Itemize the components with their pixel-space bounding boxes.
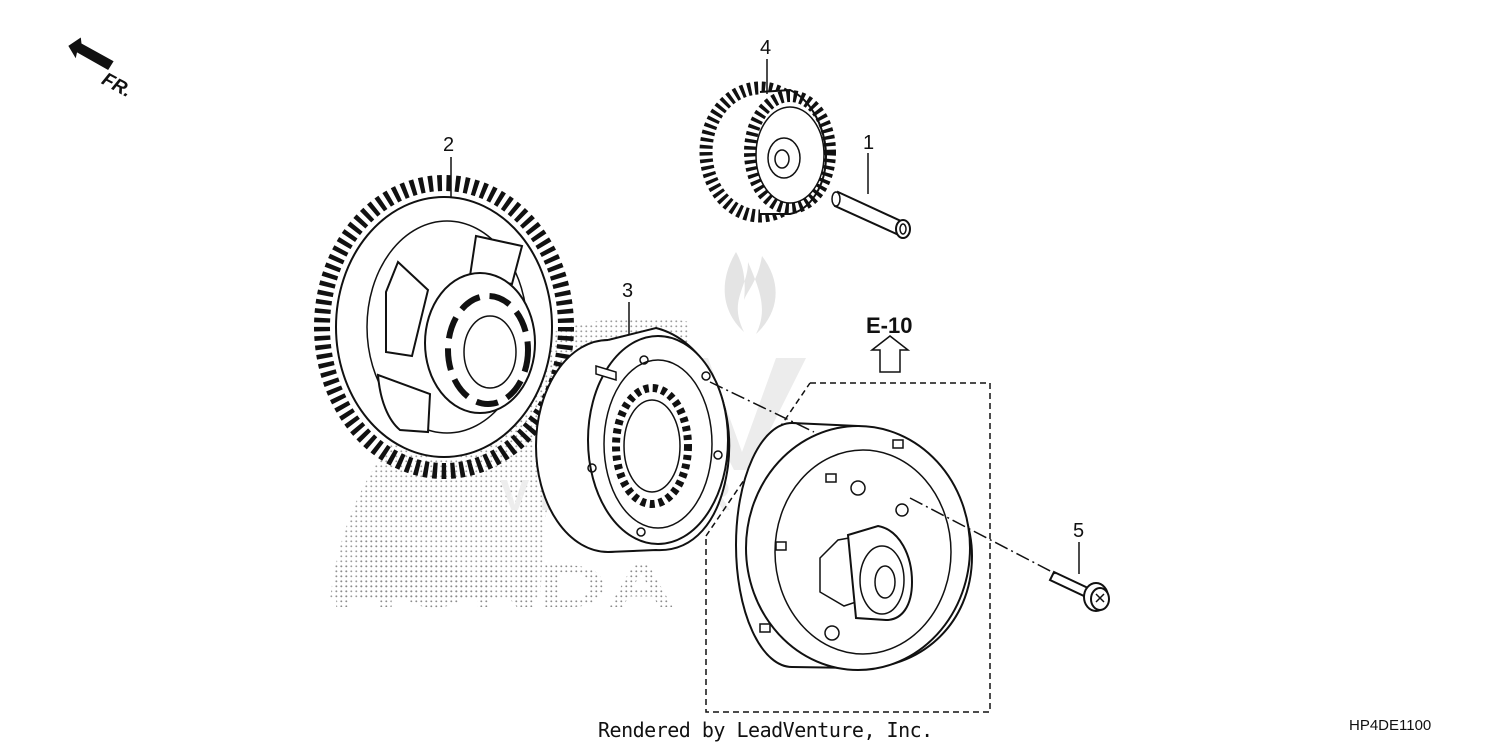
callout-label-3: 3 <box>622 280 634 302</box>
callout-label-2: 2 <box>443 134 455 156</box>
callout-label-4: 4 <box>760 37 772 59</box>
footer-credit: Rendered by LeadVenture, Inc. <box>598 718 933 742</box>
up-arrow-icon <box>869 335 911 373</box>
leader-lines <box>450 59 1080 575</box>
one-way-clutch <box>535 326 731 553</box>
starter-driven-gear <box>314 175 574 479</box>
reference-e10-label: E-10 <box>866 313 913 338</box>
flange-bolt <box>1048 570 1110 612</box>
idle-gear-shaft <box>831 190 911 239</box>
callout-label-5: 5 <box>1073 520 1085 542</box>
flywheel <box>735 422 974 671</box>
watermark-brand-text: HONDA <box>330 553 675 620</box>
diagram-code: HP4DE1100 <box>1349 717 1432 734</box>
starter-idle-gear <box>699 81 836 223</box>
front-direction-arrow-icon <box>68 37 114 70</box>
callout-label-1: 1 <box>863 132 875 154</box>
